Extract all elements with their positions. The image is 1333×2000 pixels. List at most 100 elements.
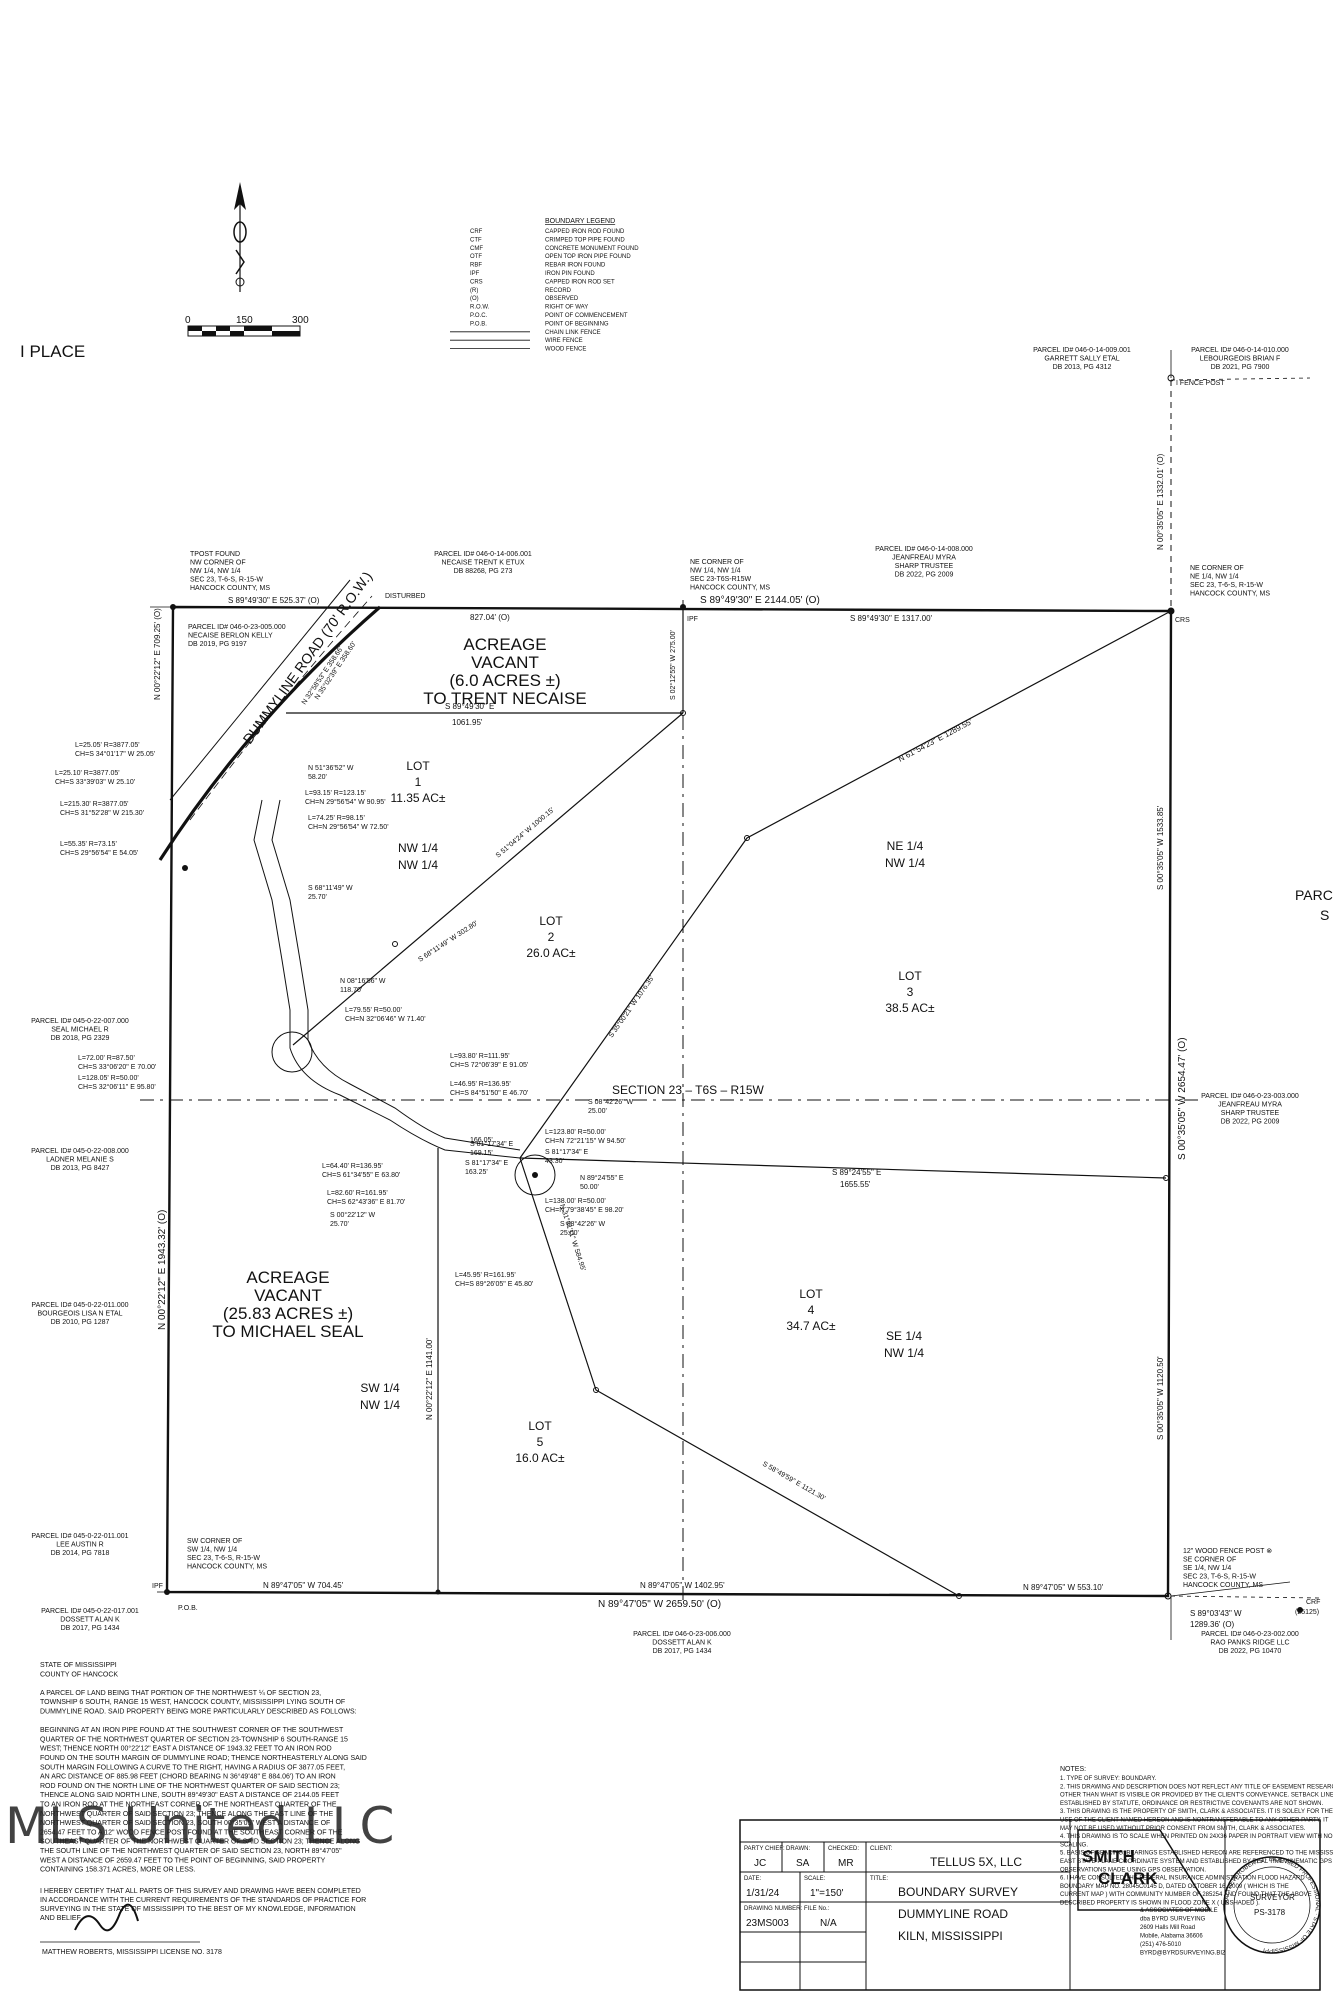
bearing-top-long: S 89°49'30" E 2144.05' (O) (700, 595, 820, 606)
lot4-0: LOT (799, 1287, 823, 1301)
note-line-14: CURRENT MAP ) WITH COMMUNITY NUMBER OF 2… (1060, 1892, 1312, 1898)
note-line-8: SCALING. (1060, 1842, 1088, 1848)
description-line-16: NORTHWEST QUARTER OF SAID SECTION 23; TH… (40, 1811, 333, 1818)
crf-label: CRF (1306, 1599, 1320, 1606)
curve-c7-1: CH=N 29°56'54" W 72.50' (308, 823, 389, 831)
bearing-bot-total: N 89°47'05" W 2659.50' (O) (598, 1599, 721, 1610)
legend-sym-10: P.O.C. (470, 313, 488, 319)
scale-zero: 0 (185, 315, 191, 326)
parcel-ne-corner-mid-2: SEC 23-T6S-R15W (690, 576, 751, 583)
bearing-top-827: 827.04' (O) (470, 613, 510, 622)
curve-c21-0: S 08°42'26" W (560, 1220, 606, 1228)
legend-sym-6: CRS (470, 279, 483, 285)
parcel-nw-corner-3: SEC 23, T-6-S, R-15-W (190, 577, 263, 584)
legend-sym-9: R.O.W. (470, 305, 490, 311)
parcel-ladner-2: DB 2013, PG 8427 (51, 1165, 110, 1172)
description-line-13: ROD FOUND ON THE NORTH LINE OF THE NORTH… (40, 1783, 340, 1790)
firm-line-2: 2609 Halls Mill Road (1140, 1925, 1195, 1931)
title-line-3: KILN, MISSISSIPPI (898, 1929, 1003, 1943)
description-line-5: DUMMYLINE ROAD. SAID PROPERTY BEING MORE… (40, 1709, 357, 1716)
note-line-0: 1. TYPE OF SURVEY: BOUNDARY. (1060, 1776, 1157, 1782)
parcel-sw-corner-3: HANCOCK COUNTY, MS (187, 1564, 267, 1571)
curve-c23-1: 163.25' (465, 1169, 488, 1176)
bearing-lot3-diag: S 35°00'21" W 1076.35' (607, 974, 656, 1039)
note-line-9: 5. BASIS OF BEARING: BEARINGS ESTABLISHE… (1060, 1851, 1333, 1857)
curve-c28-1: CH=S 89°26'05" E 45.80' (455, 1280, 533, 1288)
description-line-10: FOUND ON THE SOUTH MARGIN OF DUMMYLINE R… (40, 1755, 367, 1762)
curve-c12-0: L=72.00' R=87.50' (78, 1055, 135, 1062)
lot5-1: 5 (537, 1435, 544, 1449)
note-line-11: OBSERVATIONS MADE USING GPS OBSERVATION. (1060, 1867, 1206, 1873)
curve-c13-0: L=128.05' R=50.00' (78, 1075, 139, 1082)
acreage-bottom-3: TO MICHAEL SEAL (212, 1322, 363, 1341)
surveyor-name: MATTHEW ROBERTS, MISSISSIPPI LICENSE NO.… (42, 1949, 222, 1956)
parcel-seal-0: PARCEL ID# 045-0-22-007.000 (31, 1018, 129, 1025)
parcel-sw-corner-0: SW CORNER OF (187, 1538, 242, 1545)
quarter-nenw-1: NW 1/4 (885, 856, 925, 870)
disturbed-label: DISTURBED (385, 593, 425, 600)
bearing-mid-horiz-dist: 1655.55' (840, 1180, 871, 1189)
bearing-bot-right: N 89°47'05" W 553.10' (1023, 1583, 1104, 1592)
curve-c2-1: CH=S 33°39'03" W 25.10' (55, 778, 135, 786)
parcel-ne-corner-mid-3: HANCOCK COUNTY, MS (690, 585, 770, 592)
title-line-1: BOUNDARY SURVEY (898, 1885, 1018, 1899)
curve-c8-0: S 68°11'49" W (308, 884, 353, 892)
parcel-ladner-0: PARCEL ID# 045-0-22-008.000 (31, 1148, 129, 1155)
drawing-number: 23MS003 (746, 1918, 789, 1929)
description-line-7: BEGINNING AT AN IRON PIPE FOUND AT THE S… (40, 1727, 344, 1734)
description-line-19: SOUTHEAST QUARTER OF THE NORTHWEST QUART… (40, 1839, 360, 1846)
acreage-top-2: (6.0 ACRES ±) (449, 671, 560, 690)
curve-c23-0: S 81°17'34" E (465, 1159, 509, 1167)
svg-text:SURVEYOR: SURVEYOR (1250, 1893, 1295, 1902)
scale-bar: 0 150 300 (185, 315, 309, 337)
quarter-swnw-1: NW 1/4 (360, 1398, 400, 1412)
curve-c20-1: CH=N 79°38'45" E 98.20' (545, 1206, 624, 1214)
parcel-dossett-left-2: DB 2017, PG 1434 (61, 1625, 120, 1632)
curve-c18-0: S 81°17'34" E (545, 1148, 589, 1156)
legend-sym-0: CRF (470, 229, 483, 235)
crs-label: CRS (1175, 617, 1190, 624)
parcel-rao-0: PARCEL ID# 046-0-23-002.000 (1201, 1631, 1299, 1638)
bearing-se-tail-2: 1289.36' (O) (1190, 1620, 1235, 1629)
curve-c12-1: CH=S 33°06'20" E 70.00' (78, 1063, 156, 1071)
curve-c8-1: 25.70' (308, 894, 327, 901)
legend-label-10: POINT OF COMMENCEMENT (545, 313, 628, 319)
parcel-top-mid-0: PARCEL ID# 046-0-14-006.001 (434, 551, 532, 558)
note-line-4: 3. THIS DRAWING IS THE PROPERTY OF SMITH… (1060, 1809, 1333, 1815)
curve-c17-0: L=123.80' R=50.00' (545, 1129, 606, 1136)
legend-label-11: POINT OF BEGINNING (545, 321, 609, 327)
legend-sym-3: OTF (470, 254, 482, 260)
description-line-18: 2654.47 FEET TO A 12" WOOD FENCE POST FO… (40, 1829, 343, 1836)
survey-date: 1/31/24 (746, 1888, 780, 1899)
parcel-top-jean-0: PARCEL ID# 046-0-14-008.000 (875, 546, 973, 553)
north-arrow-icon (233, 182, 247, 292)
lot4-1: 4 (808, 1303, 815, 1317)
curve-c11-1: CH=N 32°06'46" W 71.40' (345, 1015, 426, 1023)
monument-markers (164, 374, 1303, 1613)
survey-scale: 1"=150' (810, 1888, 844, 1899)
quarter-nwnw-1: NW 1/4 (398, 858, 438, 872)
parcel-jean-right-0: PARCEL ID# 046-0-23-003.000 (1201, 1093, 1299, 1100)
description-line-1: COUNTY OF HANCOCK (40, 1671, 118, 1678)
curve-c22-0: S 81°17'34" E (470, 1140, 514, 1148)
bearing-top-left: S 89°49'30" E 525.37' (O) (228, 596, 320, 605)
acreage-bottom-1: VACANT (254, 1286, 322, 1305)
curve-c20-0: L=138.00' R=50.00' (545, 1198, 606, 1205)
legend-label-4: REBAR IRON FOUND (545, 263, 606, 269)
parcel-dossett-left-1: DOSSETT ALAN K (60, 1617, 120, 1624)
legend-label-6: CAPPED IRON ROD SET (545, 279, 615, 285)
lot2-2: 26.0 AC± (526, 946, 576, 960)
curve-c1-1: CH=S 34°01'17" W 25.05' (75, 750, 155, 758)
curve-c14-1: CH=S 72°06'39" E 91.05' (450, 1061, 528, 1069)
bearing-right-low: S 00°35'05" W 1120.50' (1156, 1356, 1165, 1440)
parcel-se-corner-0: 12" WOOD FENCE POST ⊗ (1183, 1548, 1272, 1555)
parcel-jean-right-2: SHARP TRUSTEE (1221, 1110, 1280, 1117)
description-line-3: A PARCEL OF LAND BEING THAT PORTION OF T… (40, 1690, 321, 1697)
parcel-sw-corner-1: SW 1/4, NW 1/4 (187, 1547, 237, 1554)
title-line-2: DUMMYLINE ROAD (898, 1907, 1008, 1921)
bearing-bot-mid: N 89°47'05" W 1402.95' (640, 1581, 725, 1590)
parcel-ne-corner-right-1: NE 1/4, NW 1/4 (1190, 574, 1239, 581)
scale-mid: 150 (236, 315, 253, 326)
lot5-2: 16.0 AC± (515, 1451, 565, 1465)
